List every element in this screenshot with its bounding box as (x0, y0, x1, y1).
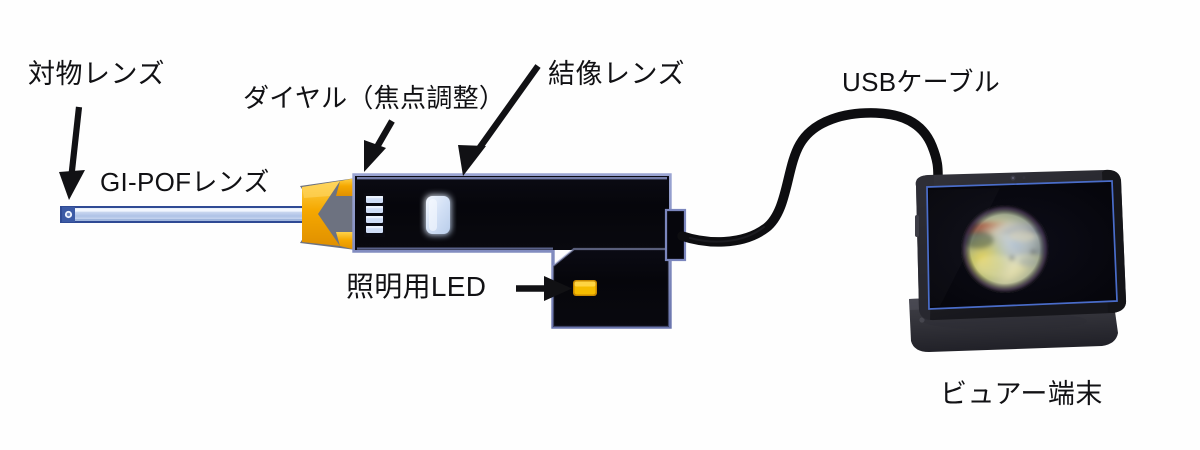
arrow-objective-lens (59, 106, 85, 200)
probe-coupler (300, 178, 356, 250)
illumination-led (573, 280, 597, 296)
imaging-lens-window (425, 195, 451, 235)
label-dial-focus-adjust: ダイヤル（焦点調整） (243, 83, 506, 113)
label-usb-cable: USBケーブル (842, 67, 1000, 97)
arrow-dial (364, 119, 395, 172)
arrow-imaging-lens (458, 64, 541, 176)
camera-body (352, 173, 687, 329)
label-viewer-terminal: ビュアー端末 (940, 379, 1103, 409)
usb-connector (664, 208, 687, 262)
label-illumination-led: 照明用LED (346, 271, 487, 302)
label-objective-lens: 対物レンズ (28, 59, 165, 89)
label-imaging-lens: 結像レンズ (548, 59, 685, 89)
usb-cable (677, 108, 943, 247)
gipof-probe (60, 206, 308, 223)
focus-dial[interactable] (364, 193, 385, 237)
label-gipof-lens: GI-POFレンズ (100, 167, 270, 197)
annotation-arrows (59, 64, 572, 301)
microscope-image (961, 205, 1049, 293)
viewer-tablet (909, 169, 1127, 352)
front-camera-icon (1010, 175, 1026, 181)
arrow-led (516, 276, 572, 301)
